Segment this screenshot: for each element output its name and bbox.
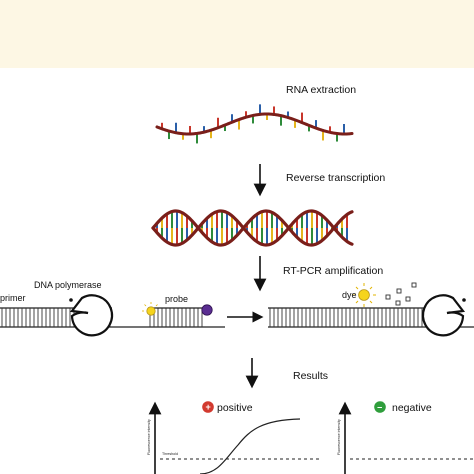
amplification-curve — [199, 418, 301, 474]
label-dna-polymerase: DNA polymerase — [34, 280, 102, 290]
step-label-reverse-transcription: Reverse transcription — [286, 172, 386, 184]
pcr-left-panel — [0, 294, 225, 337]
step-label-rt-pcr: RT-PCR amplification — [283, 265, 384, 277]
rna-strand — [155, 104, 354, 144]
y-axis-label-negative: Fluorescence intensity — [337, 419, 341, 455]
negative-sign-icon — [374, 401, 386, 413]
dna-double-helix — [151, 209, 354, 247]
label-primer: primer — [0, 293, 26, 303]
negative-sign-text: − — [377, 403, 382, 413]
positive-sign-text: + — [206, 402, 211, 412]
label-probe: probe — [165, 294, 188, 304]
dye-icon — [142, 302, 158, 316]
result-positive-panel — [148, 401, 320, 474]
quencher-icon — [201, 304, 213, 316]
released-dye-icon — [352, 283, 376, 307]
dna-polymerase-icon — [69, 294, 114, 337]
positive-sign-icon — [202, 401, 214, 413]
probe-fragments — [385, 282, 417, 306]
result-negative-panel — [338, 401, 474, 474]
dna-polymerase-icon-right — [421, 294, 466, 337]
label-negative: negative — [392, 402, 432, 414]
rna-bases — [161, 104, 345, 144]
header-band — [0, 0, 474, 68]
y-axis-label-positive: Fluorescence intensity — [147, 419, 151, 455]
step-label-rna-extraction: RNA extraction — [286, 84, 357, 96]
label-positive: positive — [217, 402, 253, 414]
label-dye: dye — [342, 290, 357, 300]
pcr-right-panel — [268, 282, 474, 337]
step-label-results: Results — [293, 370, 329, 382]
label-threshold: Threshold — [162, 452, 178, 456]
